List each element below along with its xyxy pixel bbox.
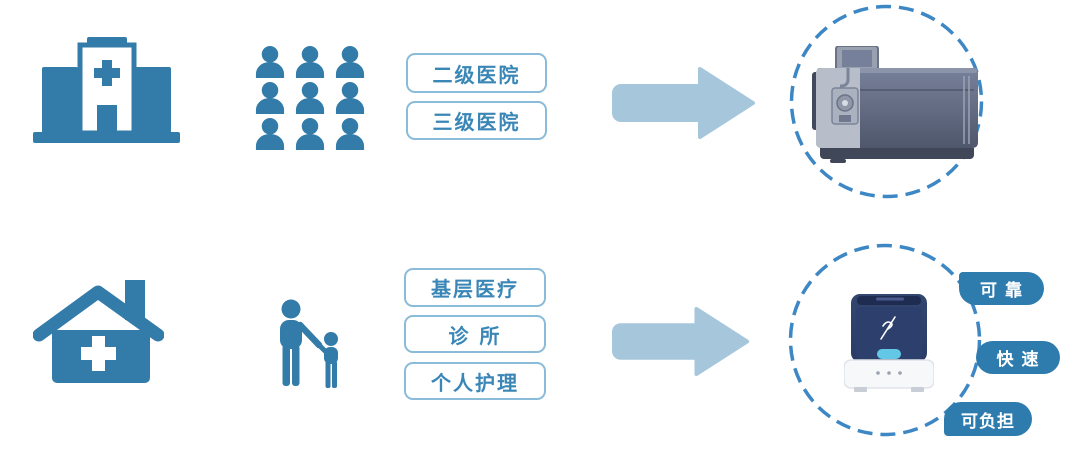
benchtop-lab-analyzer-image	[812, 46, 978, 163]
person-icon	[255, 82, 285, 114]
dashed-circle-top	[789, 4, 984, 199]
right-arrow-icon	[612, 67, 755, 139]
adult-child-icon	[280, 299, 338, 388]
label-text: 二级医院	[432, 62, 521, 87]
person-icon	[295, 118, 325, 150]
label-text: 基层医疗	[431, 277, 519, 301]
label-box-primary-care: 基层医疗	[404, 268, 546, 307]
person-icon	[255, 118, 285, 150]
label-box-personal-care: 个人护理	[404, 362, 546, 400]
dashed-circle-bottom	[788, 243, 982, 437]
person-icon	[335, 82, 365, 114]
label-text: 个人护理	[431, 370, 519, 395]
person-icon	[335, 118, 365, 150]
right-arrow-icon	[612, 306, 750, 377]
badge-text: 可 靠	[980, 281, 1023, 301]
person-icon	[295, 46, 325, 78]
label-box-clinic: 诊 所	[404, 315, 546, 353]
people-grid-icon	[254, 46, 366, 150]
home-medical-icon	[33, 280, 164, 383]
portable-poc-analyzer-image	[844, 294, 934, 392]
badge-text: 可负担	[961, 411, 1015, 432]
label-box-tertiary-hospital: 三级医院	[406, 101, 547, 140]
person-icon	[335, 46, 365, 78]
badge-fast: 快 速	[976, 341, 1060, 374]
hospital-building-icon	[33, 37, 180, 143]
label-text: 诊 所	[448, 323, 502, 348]
person-icon	[255, 46, 285, 78]
label-box-secondary-hospital: 二级医院	[406, 53, 547, 93]
badge-reliable: 可 靠	[959, 272, 1044, 305]
badge-text: 快 速	[996, 350, 1040, 370]
label-text: 三级医院	[432, 110, 521, 134]
person-icon	[295, 82, 325, 114]
badge-affordable: 可负担	[944, 402, 1032, 436]
